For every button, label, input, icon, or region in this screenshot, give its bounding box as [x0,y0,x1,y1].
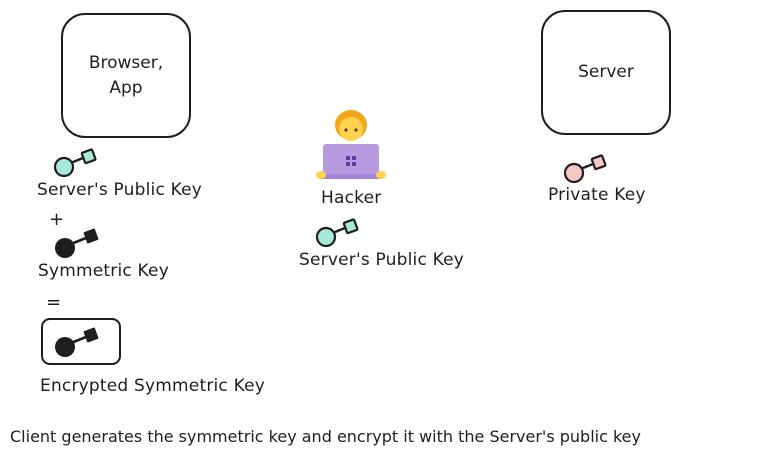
hacker-server-public-key-label: Server's Public Key [299,250,465,270]
symmetric-key-icon [53,226,99,260]
encrypted-key-box [41,318,121,365]
equals-operator: = [46,292,62,313]
encrypted-symmetric-key-icon [55,327,99,357]
encrypted-symmetric-key-label: Encrypted Symmetric Key [40,376,266,396]
private-key-label: Private Key [548,185,646,205]
server-node: Server [541,10,671,135]
hacker-label: Hacker [321,188,382,208]
server-public-key-label: Server's Public Key [37,180,203,200]
public-key-icon [52,148,98,178]
symmetric-key-label: Symmetric Key [38,261,169,281]
plus-operator: + [49,209,65,230]
private-key-icon [562,154,608,184]
diagram-caption: Client generates the symmetric key and e… [10,427,641,446]
hacker-icon [315,108,391,182]
browser-app-node: Browser, App [61,13,191,138]
hacker-public-key-icon [314,218,360,248]
